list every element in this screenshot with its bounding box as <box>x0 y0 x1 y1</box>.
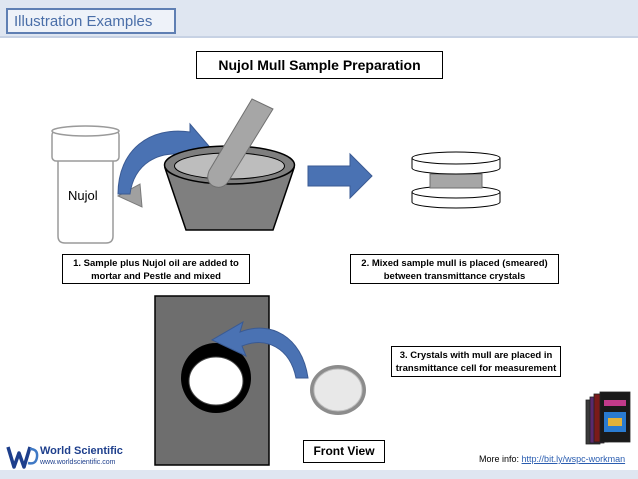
straight-arrow-icon <box>307 152 373 200</box>
step-1-line-1: 1. Sample plus Nujol oil are added to <box>73 258 239 269</box>
more-info-link[interactable]: http://bit.ly/wspc-workman <box>521 454 626 464</box>
footer-bar <box>0 470 638 479</box>
world-scientific-logo-icon <box>6 446 39 469</box>
step-1-caption: 1. Sample plus Nujol oil are added to mo… <box>62 254 250 284</box>
publisher-url: www.worldscientific.com <box>40 459 116 466</box>
crystal-front-view-icon <box>310 365 366 415</box>
crystals-stack-icon <box>411 151 501 209</box>
diagram-title: Nujol Mull Sample Preparation <box>196 51 443 79</box>
step-2-caption: 2. Mixed sample mull is placed (smeared)… <box>350 254 559 284</box>
nujol-bottle-label: Nujol <box>68 188 98 203</box>
step-2-line-1: 2. Mixed sample mull is placed (smeared) <box>361 258 548 269</box>
more-info: More info: http://bit.ly/wspc-workman <box>479 454 625 464</box>
step-3-line-2: transmittance cell for measurement <box>395 363 557 374</box>
front-view-label: Front View <box>303 440 385 463</box>
curved-arrow-2-icon <box>210 320 309 379</box>
header-title: Illustration Examples <box>14 13 153 30</box>
pestle-icon <box>207 98 274 188</box>
step-3-line-1: 3. Crystals with mull are placed in <box>399 350 553 361</box>
curved-arrow-1-icon <box>117 122 215 195</box>
book-covers-icon <box>585 391 631 445</box>
step-1-line-2: mortar and Pestle and mixed <box>91 271 221 282</box>
step-3-caption: 3. Crystals with mull are placed in tran… <box>391 346 561 377</box>
more-info-label: More info: <box>479 454 520 464</box>
nujol-bottle-icon <box>51 125 120 244</box>
transmittance-cell-icon <box>154 295 270 466</box>
header-tab: Illustration Examples <box>6 8 176 34</box>
step-2-line-2: between transmittance crystals <box>383 271 526 282</box>
publisher-name: World Scientific <box>40 445 123 457</box>
